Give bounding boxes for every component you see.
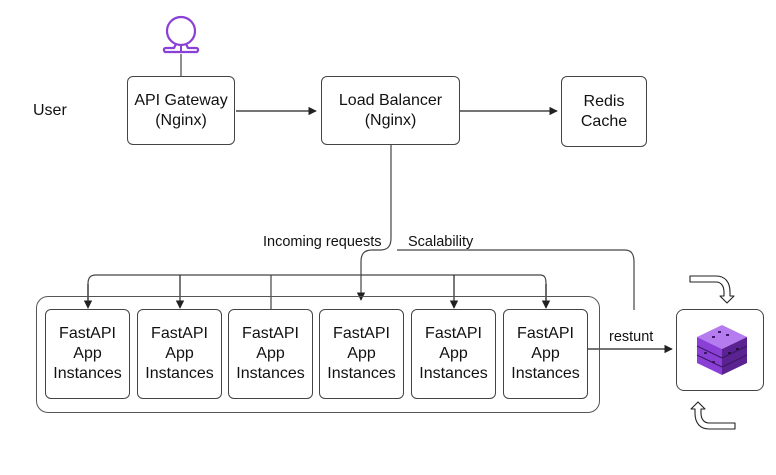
curved-arrow-down-icon — [689, 275, 735, 304]
fastapi-instance: FastAPI App Instances — [503, 309, 588, 399]
instance-line3: Instances — [511, 365, 580, 382]
fastapi-instance: FastAPI App Instances — [319, 309, 404, 399]
scalability-line — [397, 249, 635, 310]
user-label: User — [33, 102, 67, 119]
fastapi-instance: FastAPI App Instances — [228, 309, 313, 399]
instance-line2: App — [531, 345, 560, 362]
instance-line1: FastAPI — [151, 325, 208, 342]
curved-arrow-up-icon — [690, 401, 736, 430]
instance-line3: Instances — [53, 365, 122, 382]
load-balancer-node: Load Balancer (Nginx) — [321, 76, 460, 145]
instance-line3: Instances — [327, 365, 396, 382]
instance-line3: Instances — [145, 365, 214, 382]
redis-title: Redis — [583, 92, 625, 110]
instance-line2: App — [439, 345, 468, 362]
fastapi-instance: FastAPI App Instances — [137, 309, 222, 399]
load-balancer-title: Load Balancer — [338, 91, 443, 109]
api-gateway-title: API Gateway — [134, 91, 228, 109]
scalability-label: Scalability — [408, 234, 474, 250]
instance-line1: FastAPI — [59, 325, 116, 342]
instance-line2: App — [256, 345, 285, 362]
api-gateway-node: API Gateway (Nginx) — [127, 76, 235, 145]
container-orchestrator-node — [676, 309, 764, 391]
container-stack-icon — [696, 325, 748, 375]
lb-down-line — [356, 144, 392, 301]
redis-subtitle: Cache — [580, 112, 628, 130]
instance-line1: FastAPI — [242, 325, 299, 342]
incoming-requests-label: Incoming requests — [263, 234, 382, 250]
instance-line3: Instances — [236, 365, 305, 382]
instance-line1: FastAPI — [333, 325, 390, 342]
instance-line1: FastAPI — [517, 325, 574, 342]
fastapi-instance: FastAPI App Instances — [411, 309, 496, 399]
instances-group — [36, 296, 600, 413]
load-balancer-subtitle: (Nginx) — [364, 111, 417, 129]
instance-line2: App — [73, 345, 102, 362]
redis-cache-node: Redis Cache — [561, 76, 647, 147]
instance-line1: FastAPI — [425, 325, 482, 342]
instance-line2: App — [347, 345, 376, 362]
user-icon — [162, 15, 200, 54]
restart-label: restunt — [609, 329, 654, 345]
instance-line2: App — [165, 345, 194, 362]
instance-line3: Instances — [419, 365, 488, 382]
fastapi-instance: FastAPI App Instances — [45, 309, 130, 399]
distribution-bus — [87, 274, 547, 300]
api-gateway-subtitle: (Nginx) — [155, 111, 207, 129]
